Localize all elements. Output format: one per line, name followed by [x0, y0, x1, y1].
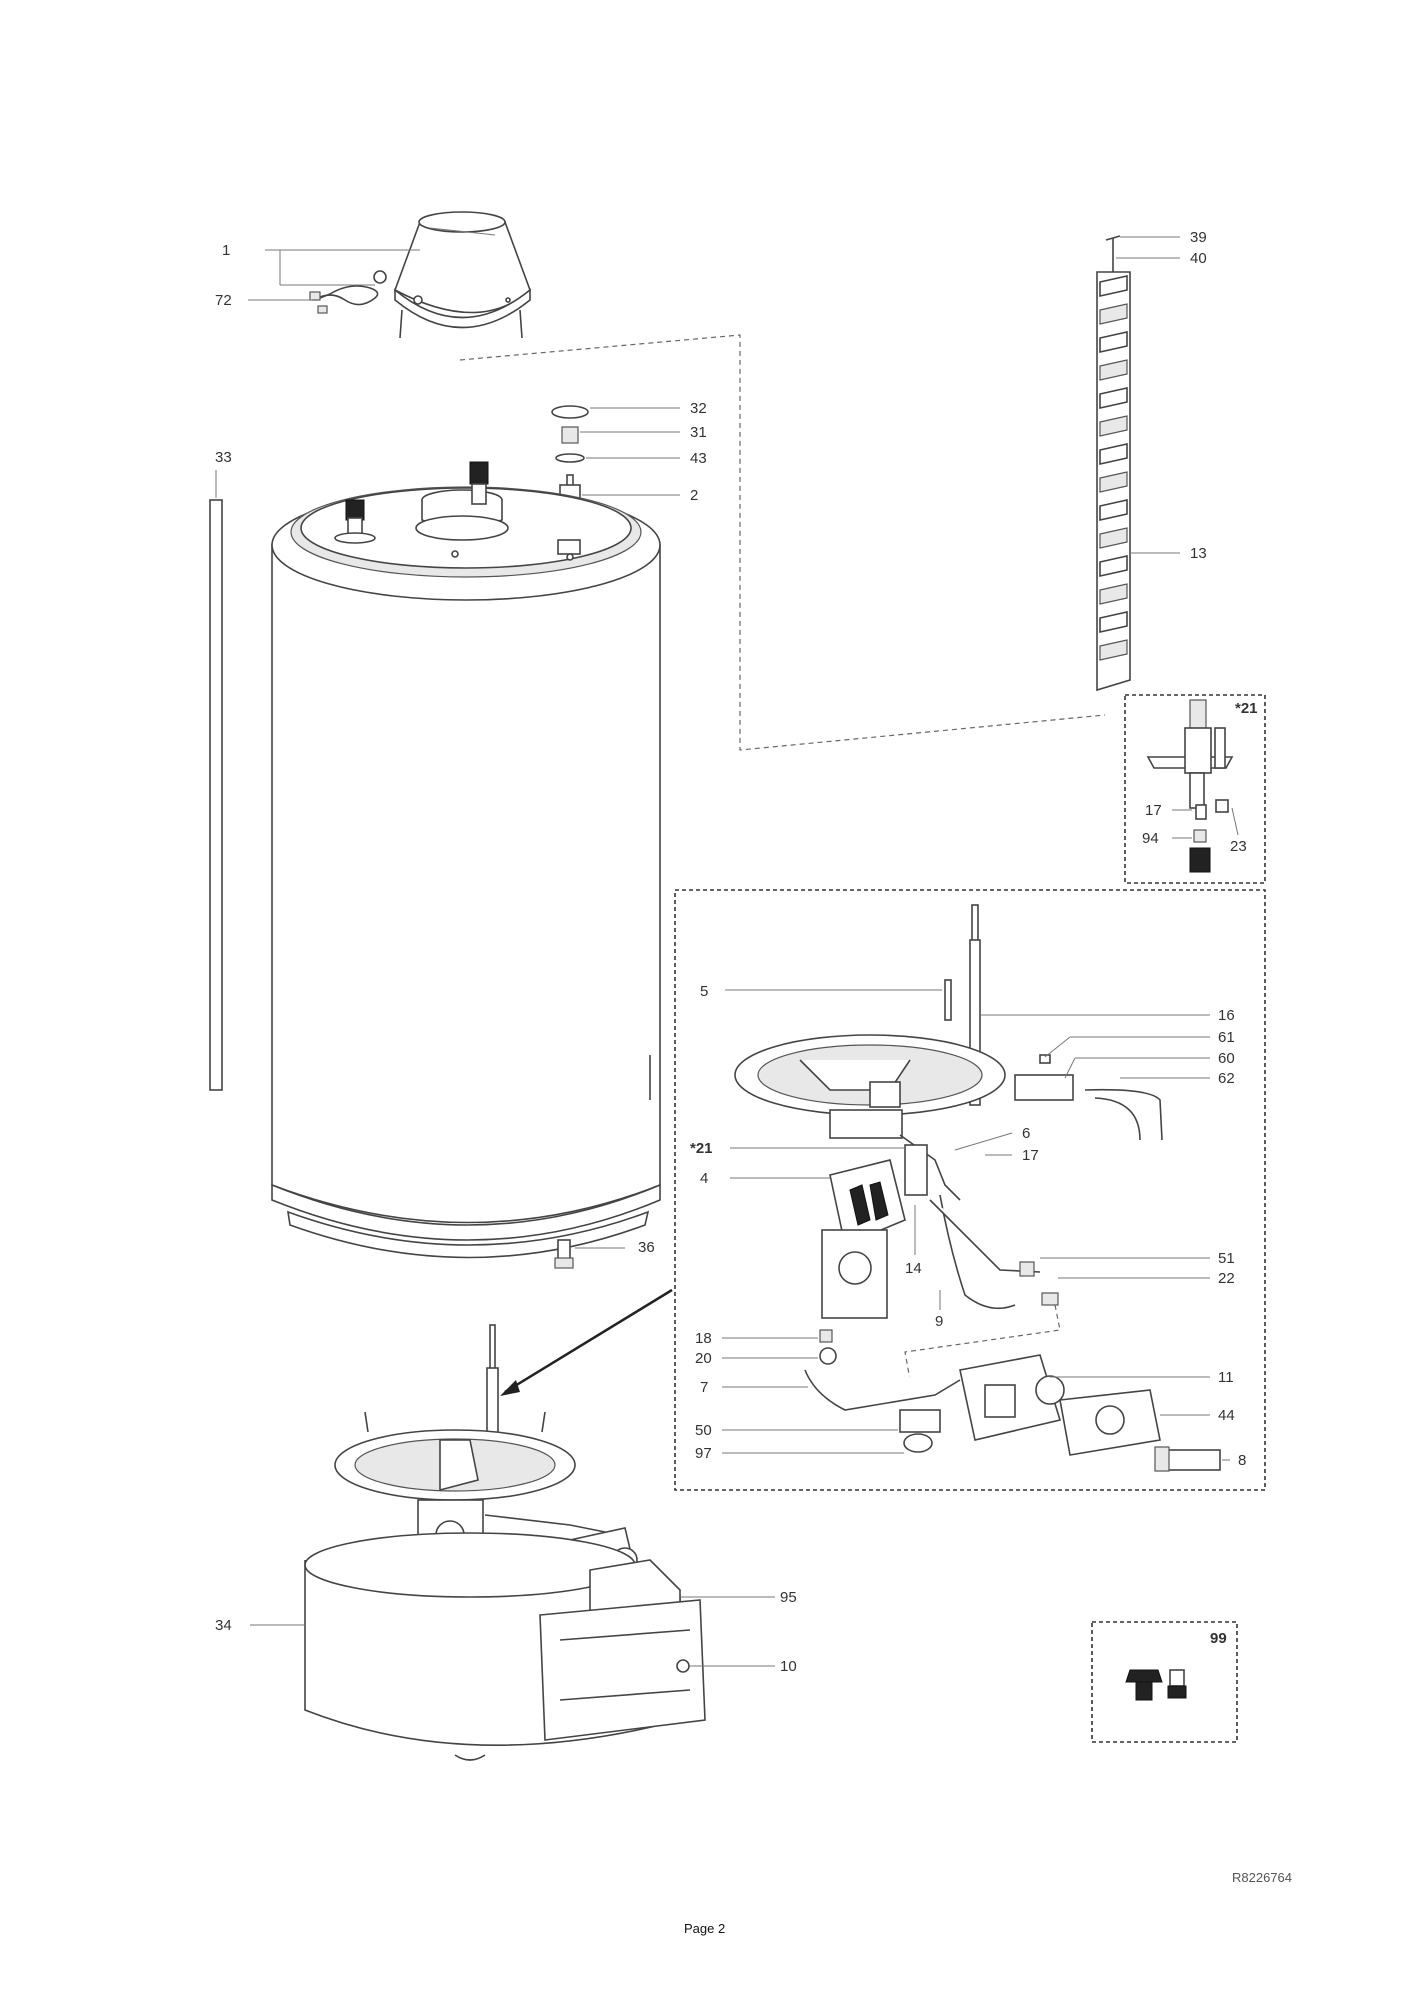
baffle-fin: [1099, 331, 1128, 353]
baffle-fin: [1099, 555, 1128, 577]
label-62: 62: [1218, 1070, 1235, 1087]
label-22: 22: [1218, 1270, 1235, 1287]
label-23: 23: [1230, 838, 1247, 855]
gas-fittings-part: [1125, 1669, 1187, 1701]
label-44: 44: [1218, 1407, 1235, 1424]
label-11: 11: [1218, 1369, 1234, 1386]
outer-jacket-base: [304, 1532, 706, 1761]
trim-strip-part: [209, 499, 223, 1091]
label-31: 31: [690, 424, 707, 441]
label-34: 34: [215, 1617, 232, 1634]
assembly-route-line: [459, 334, 1106, 751]
label-8: 8: [1238, 1452, 1246, 1469]
label-97: 97: [695, 1445, 712, 1462]
baffle-fin: [1099, 275, 1128, 297]
pilot-assembly-part: [1146, 699, 1234, 873]
label-17-detail: 17: [1022, 1147, 1039, 1164]
detail-callout-arrow: [504, 1288, 673, 1394]
baffle-fin: [1099, 499, 1128, 521]
baffle-fin: [1099, 387, 1128, 409]
label-32: 32: [690, 400, 707, 417]
arrow-head-icon: [500, 1380, 520, 1396]
label-13: 13: [1190, 545, 1207, 562]
baffle-fin: [1099, 527, 1128, 549]
label-21-detail: *21: [690, 1140, 713, 1157]
burner-detail-parts: [734, 904, 1221, 1472]
baffle-fin: [1099, 583, 1128, 605]
label-51: 51: [1218, 1250, 1235, 1267]
label-33: 33: [215, 449, 232, 466]
label-14: 14: [905, 1260, 922, 1277]
label-39: 39: [1190, 229, 1207, 246]
baffle-fin: [1099, 443, 1128, 465]
label-95: 95: [780, 1589, 797, 1606]
label-43: 43: [690, 450, 707, 467]
label-50: 50: [695, 1422, 712, 1439]
label-9: 9: [935, 1313, 943, 1330]
label-21-inset: *21: [1235, 700, 1258, 717]
label-1: 1: [222, 242, 230, 259]
detail-box-burner: [674, 889, 1266, 1491]
label-18: 18: [695, 1330, 712, 1347]
baffle-fin: [1099, 611, 1128, 633]
label-94: 94: [1142, 830, 1159, 847]
page-number: Page 2: [684, 1921, 726, 1936]
wire-harness-part: [309, 285, 379, 314]
label-99: 99: [1210, 1630, 1227, 1647]
water-heater-tank: [271, 461, 661, 1269]
baffle-fin: [1099, 359, 1128, 381]
label-36: 36: [638, 1239, 655, 1256]
label-17-inset: 17: [1145, 802, 1162, 819]
baffle-fin: [1099, 415, 1128, 437]
label-20: 20: [695, 1350, 712, 1367]
label-16: 16: [1218, 1007, 1235, 1024]
drawing-reference-code: R8226764: [1232, 1870, 1292, 1885]
inset-box-pilot: [1124, 694, 1266, 884]
flue-hood-part: [373, 211, 531, 339]
label-2: 2: [690, 487, 698, 504]
label-40: 40: [1190, 250, 1207, 267]
label-6: 6: [1022, 1125, 1030, 1142]
baffle-fin: [1099, 471, 1128, 493]
label-10: 10: [780, 1658, 797, 1675]
label-7: 7: [700, 1379, 708, 1396]
baffle-fin: [1099, 639, 1128, 661]
inset-box-99: [1091, 1621, 1238, 1743]
baffle-fin: [1099, 303, 1128, 325]
flue-baffle-part: [1096, 235, 1131, 692]
label-4: 4: [700, 1170, 708, 1187]
label-5: 5: [700, 983, 708, 1000]
label-72: 72: [215, 292, 232, 309]
label-61: 61: [1218, 1029, 1235, 1046]
label-60: 60: [1218, 1050, 1235, 1067]
